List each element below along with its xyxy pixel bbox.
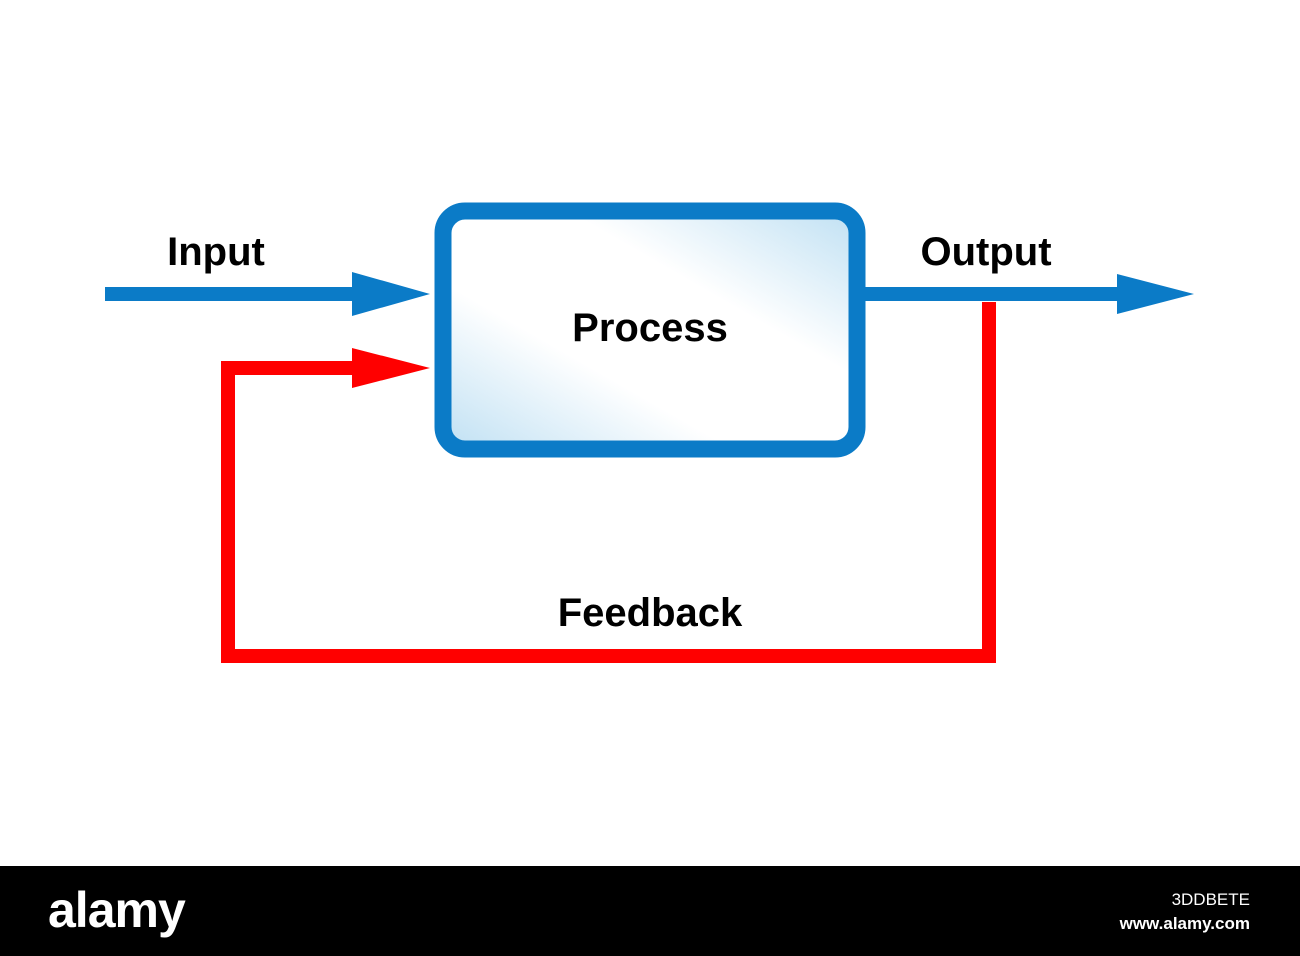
feedback-label: Feedback xyxy=(558,591,743,635)
process-box xyxy=(434,202,866,458)
input-arrowhead xyxy=(352,272,430,316)
process-feedback-diagram: Input Process Output Feedback xyxy=(105,202,1194,663)
feedback-arrowhead xyxy=(352,348,430,388)
site-url: www.alamy.com xyxy=(1119,914,1250,933)
feedback-path xyxy=(221,302,996,663)
alamy-logo: alamy xyxy=(48,882,186,938)
process-label: Process xyxy=(572,306,728,350)
watermark-footer: alamy 3DDBETE www.alamy.com xyxy=(0,866,1300,956)
feedback-arrow xyxy=(221,302,996,663)
image-id: 3DDBETE xyxy=(1171,890,1250,909)
output-arrow xyxy=(864,274,1194,314)
output-label: Output xyxy=(920,230,1051,274)
input-label: Input xyxy=(167,230,265,274)
output-arrowhead xyxy=(1117,274,1194,314)
input-arrow xyxy=(105,272,430,316)
